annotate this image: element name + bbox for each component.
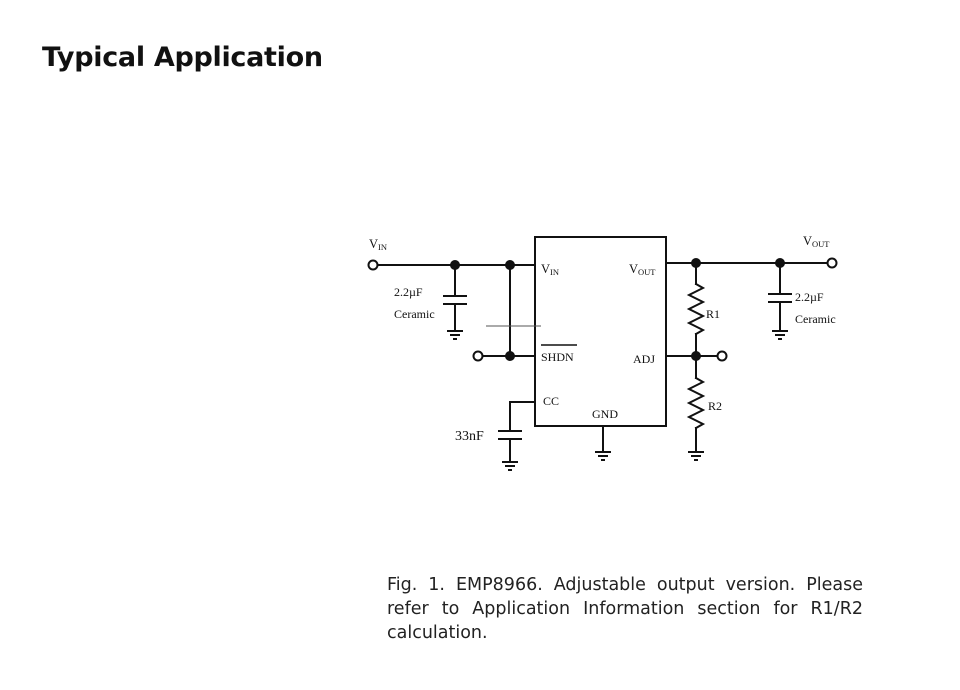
ground-symbol bbox=[502, 461, 518, 471]
pin-shdn-label: SHDN bbox=[541, 350, 574, 364]
pin-vout-label: VOUT bbox=[629, 262, 656, 277]
section-title: Typical Application bbox=[42, 42, 323, 73]
junction-dot bbox=[691, 258, 701, 268]
r2-resistor bbox=[686, 376, 706, 430]
figure-caption: Fig. 1. EMP8966. Adjustable output versi… bbox=[387, 575, 863, 643]
cout-value: 2.2µF bbox=[795, 290, 824, 304]
junction-dot bbox=[775, 258, 785, 268]
junction-dot bbox=[450, 260, 460, 270]
pin-gnd-label: GND bbox=[592, 407, 618, 421]
junction-dot bbox=[691, 351, 701, 361]
cc-wire bbox=[509, 401, 536, 432]
ground-symbol bbox=[688, 451, 704, 461]
r1-label: R1 bbox=[706, 307, 720, 321]
junction-dot bbox=[505, 351, 515, 361]
shdn-terminal bbox=[472, 350, 484, 362]
vin-terminal bbox=[367, 259, 379, 271]
junction-dot bbox=[505, 260, 515, 270]
cout-type: Ceramic bbox=[795, 312, 836, 326]
ground-symbol bbox=[772, 330, 788, 340]
ic-body bbox=[534, 236, 667, 427]
cin-value: 2.2µF bbox=[394, 285, 423, 299]
r1-resistor bbox=[686, 282, 706, 336]
r2-label: R2 bbox=[708, 399, 722, 413]
ground-symbol bbox=[447, 330, 463, 340]
ground-symbol bbox=[595, 451, 611, 461]
pin-cc-label: CC bbox=[543, 394, 559, 408]
pin-vin-label: VIN bbox=[541, 262, 559, 277]
vin-terminal-label: VIN bbox=[369, 237, 387, 252]
vout-terminal bbox=[826, 257, 838, 269]
cc-value: 33nF bbox=[455, 429, 484, 444]
adj-terminal bbox=[716, 350, 728, 362]
vout-terminal-label: VOUT bbox=[803, 234, 830, 249]
cin-type: Ceramic bbox=[394, 307, 435, 321]
pin-adj-label: ADJ bbox=[633, 352, 655, 366]
